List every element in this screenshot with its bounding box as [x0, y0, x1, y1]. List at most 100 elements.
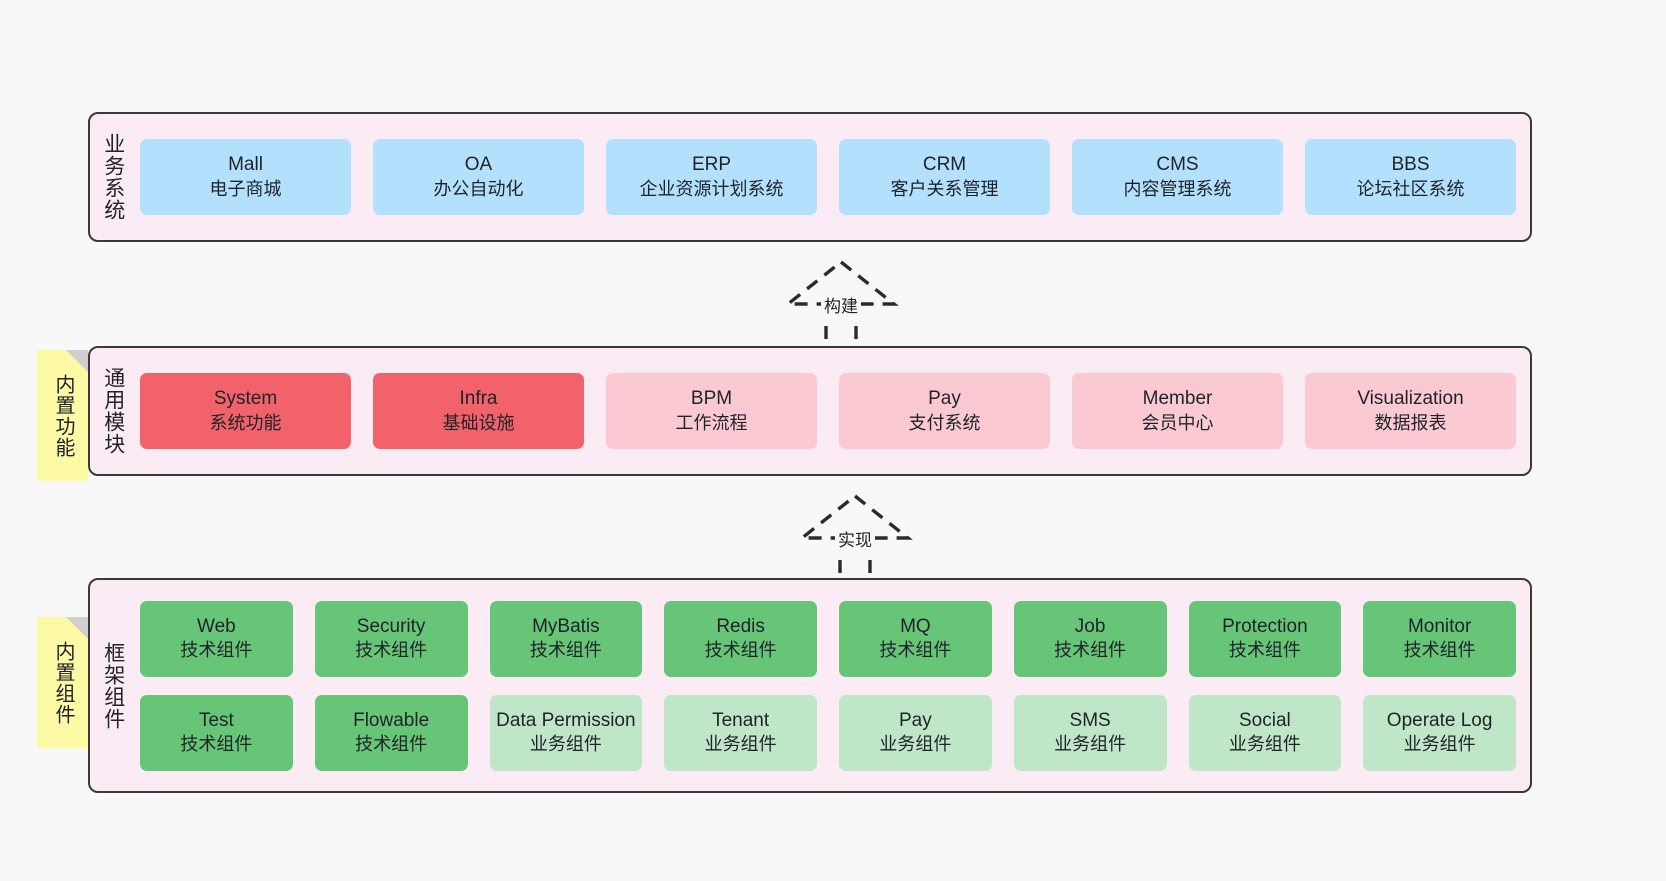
builtin-feature-sticky-note: 内置功能	[37, 350, 88, 481]
node-card[interactable]: Tenant 业务组件	[664, 694, 817, 771]
node-card[interactable]: Protection 技术组件	[1188, 600, 1342, 677]
node-card-title: OA	[464, 154, 493, 176]
implement-arrow-label: 实现	[835, 526, 875, 551]
framework-component-layer-label: 框架组件	[101, 641, 125, 730]
node-card-subtitle: 电子商城	[209, 178, 282, 199]
node-card-title: MyBatis	[532, 615, 600, 637]
node-card-title: CMS	[1156, 154, 1199, 176]
node-card[interactable]: Flowable 技术组件	[314, 694, 468, 771]
node-card-title: Flowable	[353, 709, 430, 731]
node-card[interactable]: Social 业务组件	[1188, 694, 1342, 771]
node-card-title: Monitor	[1407, 615, 1472, 637]
node-card-subtitle: 办公自动化	[433, 178, 524, 199]
node-card-title: System	[213, 388, 278, 410]
node-card-title: Data Permission	[496, 709, 636, 731]
node-card-subtitle: 系统功能	[209, 412, 282, 433]
node-card-subtitle: 业务组件	[879, 734, 952, 755]
node-card-title: Visualization	[1357, 388, 1464, 410]
build-arrow-glyph	[783, 259, 899, 346]
node-card-subtitle: 会员中心	[1141, 412, 1214, 433]
node-card-title: ERP	[691, 154, 732, 176]
node-card-title: Pay	[928, 388, 961, 410]
node-card[interactable]: Job 技术组件	[1013, 600, 1167, 677]
node-card-title: Redis	[716, 615, 765, 637]
builtin-component-sticky-label: 内置组件	[52, 640, 74, 725]
node-card-title: Social	[1239, 709, 1291, 731]
node-card-title: Job	[1074, 615, 1106, 637]
node-card-title: SMS	[1069, 709, 1111, 731]
node-card-subtitle: 客户关系管理	[890, 178, 999, 199]
node-card-subtitle: 业务组件	[529, 734, 602, 755]
builtin-feature-sticky-label: 内置功能	[52, 373, 74, 458]
node-card-title: CRM	[922, 154, 967, 176]
node-card-subtitle: 支付系统	[908, 412, 981, 433]
node-card-title: BBS	[1391, 154, 1430, 176]
node-card-title: Tenant	[712, 709, 770, 731]
build-relation-arrow: 构建	[756, 256, 926, 346]
node-card-subtitle: 业务组件	[1228, 734, 1301, 755]
builtin-component-sticky-note: 内置组件	[37, 617, 88, 748]
node-card-title: BPM	[690, 388, 733, 410]
node-card-subtitle: 技术组件	[355, 640, 428, 661]
node-card-title: Infra	[459, 388, 498, 410]
node-card[interactable]: Redis 技术组件	[664, 600, 817, 677]
node-card-title: MQ	[900, 615, 931, 637]
node-card-subtitle: 基础设施	[442, 412, 515, 433]
node-card[interactable]: SMS 业务组件	[1013, 694, 1167, 771]
node-card-subtitle: 数据报表	[1374, 412, 1447, 433]
node-card-subtitle: 业务组件	[704, 734, 777, 755]
node-card[interactable]: Monitor 技术组件	[1363, 600, 1516, 677]
node-card-title: Protection	[1222, 615, 1308, 637]
node-card-subtitle: 技术组件	[879, 640, 952, 661]
node-card-subtitle: 业务组件	[1054, 734, 1127, 755]
node-card-title: Test	[198, 709, 234, 731]
node-card-title: Web	[197, 615, 236, 637]
node-card-title: Operate Log	[1386, 709, 1493, 731]
node-card-subtitle: 技术组件	[704, 640, 777, 661]
node-card-title: Mall	[228, 154, 263, 176]
node-card-subtitle: 内容管理系统	[1123, 178, 1232, 199]
node-card-subtitle: 技术组件	[1403, 640, 1476, 661]
node-card-subtitle: 技术组件	[180, 640, 253, 661]
node-card-subtitle: 技术组件	[1228, 640, 1301, 661]
sticky-fold-corner-icon	[66, 617, 88, 639]
node-card-subtitle: 技术组件	[1054, 640, 1127, 661]
node-card-subtitle: 论坛社区系统	[1356, 178, 1465, 199]
implement-arrow-glyph	[797, 493, 913, 580]
node-card[interactable]: MQ 技术组件	[839, 600, 992, 677]
node-card[interactable]: Data Permission 业务组件	[489, 694, 643, 771]
build-arrow-label: 构建	[821, 292, 861, 317]
node-card-title: Member	[1142, 388, 1213, 410]
node-card-subtitle: 工作流程	[675, 412, 748, 433]
node-card-subtitle: 技术组件	[355, 734, 428, 755]
node-card[interactable]: Web 技术组件	[140, 600, 293, 677]
business-system-layer-label: 业务系统	[101, 133, 125, 221]
